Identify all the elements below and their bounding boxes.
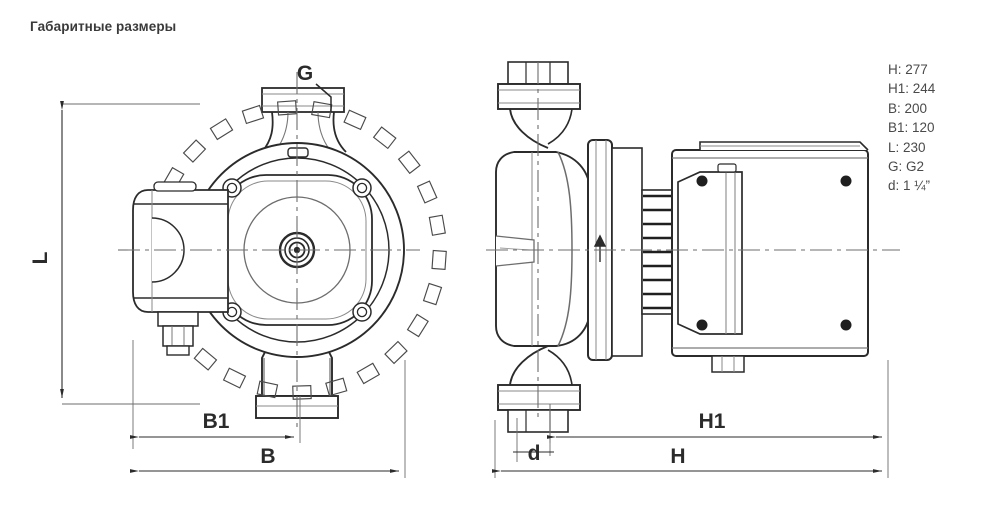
dimension-label-d: d xyxy=(528,442,541,465)
spec-item-d: d: 1 ¼” xyxy=(888,178,931,194)
dimension-H1 xyxy=(547,360,889,478)
front-view-dimensions xyxy=(60,83,406,478)
front-view-geometry xyxy=(118,72,447,428)
dimension-spec-list: H: 277 H1: 244 B: 200 B1: 120 L: 230 G: … xyxy=(888,60,998,196)
dimension-B xyxy=(130,360,406,478)
side-cooling-fins xyxy=(611,147,673,357)
side-bottom-union xyxy=(497,345,581,433)
front-terminal-box xyxy=(132,181,229,356)
spec-item-g: G: G2 xyxy=(888,159,925,175)
spec-item-b1: B1: 120 xyxy=(888,120,935,136)
side-centerlines xyxy=(486,62,900,420)
dimension-H xyxy=(492,420,882,478)
spec-item-h1: H1: 244 xyxy=(888,81,936,97)
dimension-label-H: H xyxy=(670,445,685,468)
side-top-union xyxy=(497,61,581,149)
dimension-labels: L B1 B G H1 H d xyxy=(29,62,726,468)
dimension-label-B1: B1 xyxy=(203,410,230,433)
spec-item-h: H: 277 xyxy=(888,62,928,77)
spec-item-l: L: 230 xyxy=(888,139,926,155)
callout-G xyxy=(315,83,332,112)
dimension-label-B: B xyxy=(260,445,275,468)
dimension-label-L: L xyxy=(29,251,52,264)
side-pump-housing xyxy=(495,151,591,347)
spec-item-b: B: 200 xyxy=(888,100,928,116)
front-centerlines xyxy=(118,72,420,428)
dimension-label-H1: H1 xyxy=(699,410,726,433)
side-view-geometry xyxy=(486,61,900,433)
side-motor-body xyxy=(671,141,869,373)
page-title: Габаритные размеры xyxy=(30,19,177,34)
dimension-L xyxy=(60,101,200,405)
dimension-B1 xyxy=(130,340,301,449)
side-view-dimensions xyxy=(492,360,889,478)
callout-label-G: G xyxy=(297,62,313,85)
front-bolt-bosses xyxy=(222,147,372,322)
